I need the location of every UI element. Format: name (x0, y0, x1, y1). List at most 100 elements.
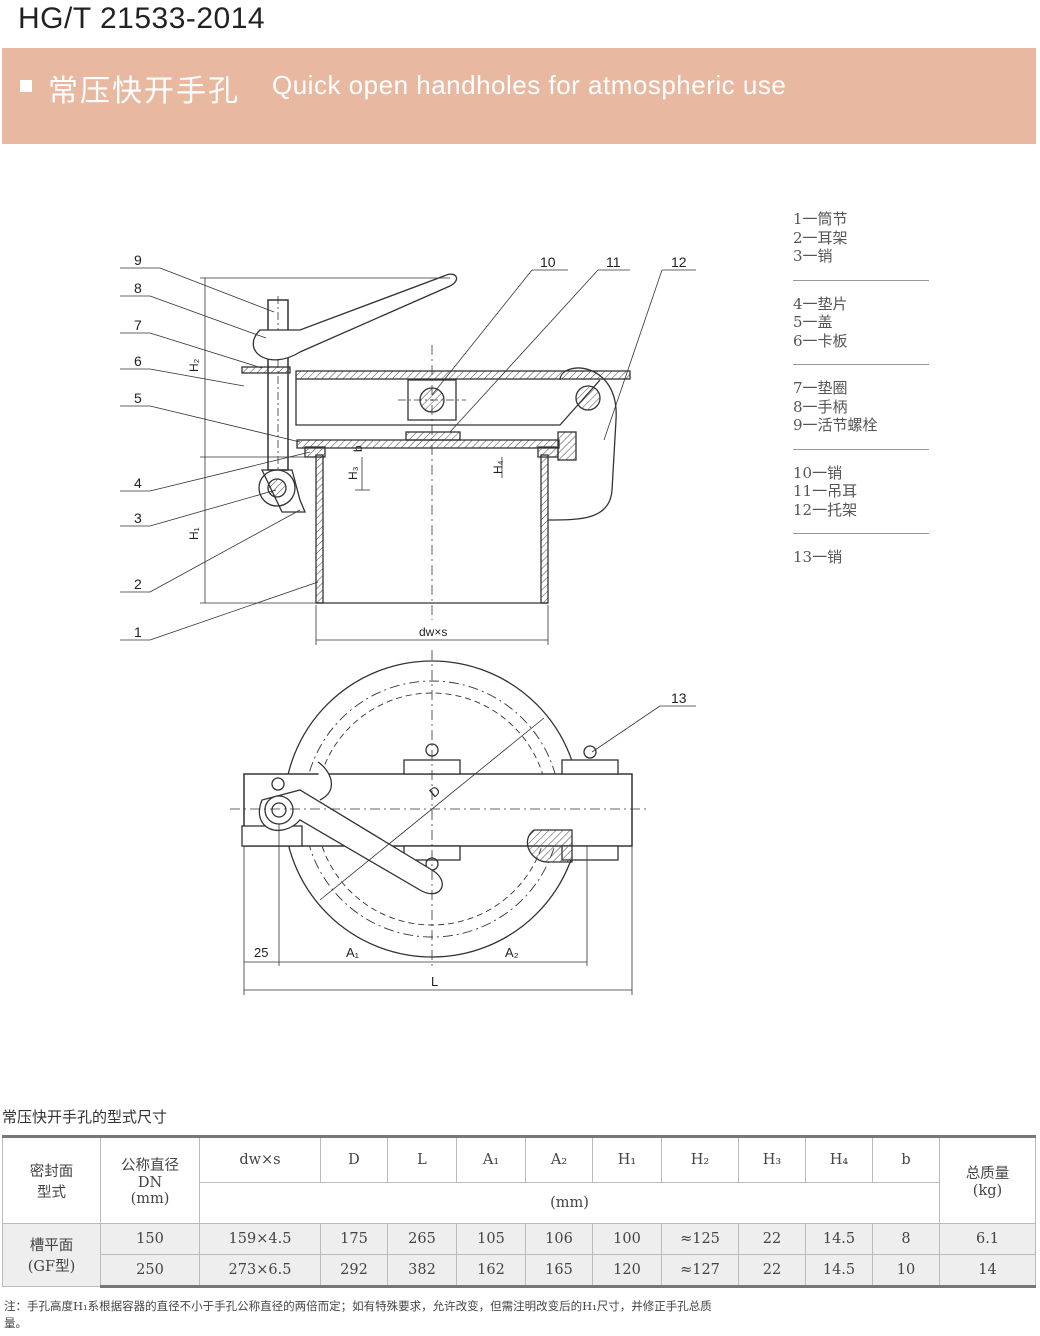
th-H3: H₃ (738, 1135, 806, 1183)
cell-dim: 165 (525, 1254, 593, 1288)
cell-dim: 10 (872, 1254, 940, 1288)
cell-dim: ≈127 (661, 1254, 739, 1288)
callout-8: 8 (134, 280, 142, 296)
cell-dn: 150 (100, 1223, 200, 1255)
lifting-lug (405, 431, 461, 441)
cell-dim: 22 (738, 1223, 806, 1255)
th-dn: 公称直径 DN (mm) (100, 1135, 200, 1224)
callout-6: 6 (134, 353, 142, 369)
callout-4: 4 (134, 475, 142, 491)
footnote: 注：手孔高度H₁系根据容器的直径不小于手孔公称直径的两倍而定；如有特殊要求，允许… (4, 1299, 712, 1330)
th-b: b (872, 1135, 940, 1183)
th-L: L (387, 1135, 457, 1183)
th-dwxs: dw×s (199, 1135, 321, 1183)
title-en: Quick open handholes for atmospheric use (272, 70, 787, 100)
legend-item: 5一盖 (793, 313, 833, 331)
dim-H2: H₂ (187, 358, 201, 372)
section-view (200, 273, 631, 645)
callout-12: 12 (671, 254, 687, 270)
th-H4: H₄ (805, 1135, 873, 1183)
dim-25: 25 (254, 945, 268, 960)
cell-dim: 8 (872, 1223, 940, 1255)
cell-dim: 14.5 (805, 1254, 873, 1288)
legend-item: 4一垫片 (793, 294, 848, 313)
cell-dim: 106 (525, 1223, 593, 1255)
dim-dwxs: dw×s (419, 625, 447, 639)
cell-dim: 162 (456, 1254, 526, 1288)
cell-dim: 175 (320, 1223, 388, 1255)
th-A2: A₂ (525, 1135, 593, 1183)
legend-item: 11一吊耳 (793, 482, 858, 500)
cell-dim: 22 (738, 1254, 806, 1288)
legend-item: 1一筒节 (793, 210, 848, 228)
callout-11: 11 (606, 254, 621, 270)
callout-9: 9 (134, 252, 142, 268)
title-banner: 常压快开手孔 Quick open handholes for atmosphe… (2, 48, 1036, 144)
dim-H1: H₁ (187, 527, 201, 540)
cell-dim: 265 (387, 1223, 457, 1255)
dimension-table: 密封面 型式 公称直径 DN (mm) dw×s D L A₁ A₂ H₁ H₂… (2, 1135, 1036, 1288)
th-unit-mm: (mm) (199, 1182, 940, 1224)
th-A1: A₁ (456, 1135, 526, 1183)
cell-mass: 14 (939, 1254, 1036, 1288)
shell-wall-right (540, 454, 549, 604)
cover-plate (296, 439, 560, 449)
shell-wall-left (315, 454, 324, 604)
th-mass: 总质量 (kg) (939, 1135, 1036, 1224)
legend-item: 6一卡板 (793, 331, 848, 350)
dim-H3: H₃ (346, 466, 360, 480)
legend-item: 2一耳架 (793, 228, 848, 247)
dim-b: b (351, 445, 365, 452)
section-dim-labels: H₂ H₁ H₃ b H₄ dw×s (187, 358, 505, 639)
cell-dim: 100 (592, 1223, 662, 1255)
cell-dim: 159×4.5 (199, 1223, 321, 1255)
cell-mass: 6.1 (939, 1223, 1036, 1255)
callout-3: 3 (134, 510, 142, 526)
title-cn: 常压快开手孔 (48, 74, 240, 109)
bullet-square (20, 80, 32, 92)
cell-dim: 120 (592, 1254, 662, 1288)
dim-L: L (431, 974, 438, 989)
dim-A2: A₂ (505, 945, 519, 960)
cell-dim: 273×6.5 (199, 1254, 321, 1288)
dim-H4: H₄ (491, 460, 505, 474)
legend-item: 10一销 (793, 463, 843, 482)
th-seal-type: 密封面 型式 (2, 1135, 101, 1224)
legend-item: 9一活节螺栓 (793, 416, 878, 434)
legend-item: 3一销 (793, 247, 833, 265)
plan-view (230, 650, 650, 995)
legend-group: 13一销 (793, 548, 929, 581)
cell-seal-type: 槽平面 (GF型) (2, 1223, 101, 1287)
th-H1: H₁ (592, 1135, 662, 1183)
callout-1: 1 (134, 624, 142, 640)
cell-dim: ≈125 (661, 1223, 739, 1255)
leader-lines (120, 267, 696, 753)
callout-numbers: 9 8 7 6 5 4 3 2 1 10 11 12 13 (134, 252, 687, 706)
table-caption: 常压快开手孔的型式尺寸 (2, 1108, 168, 1126)
engineering-drawing: 9 8 7 6 5 4 3 2 1 10 11 12 13 H₂ H₁ H₃ b… (120, 252, 696, 995)
callout-7: 7 (134, 317, 142, 333)
cell-dim: 382 (387, 1254, 457, 1288)
cell-dn: 250 (100, 1254, 200, 1288)
legend-item: 12一托架 (793, 500, 858, 519)
callout-10: 10 (540, 254, 556, 270)
callout-13: 13 (671, 690, 687, 706)
legend-item: 8一手柄 (793, 397, 848, 416)
dim-A1: A₁ (346, 945, 360, 960)
cell-dim: 14.5 (805, 1223, 873, 1255)
standard-code: HG/T 21533-2014 (18, 2, 266, 35)
legend-item: 13一销 (793, 548, 843, 566)
callout-2: 2 (134, 576, 142, 592)
clamp-plate (295, 370, 631, 380)
cell-dim: 105 (456, 1223, 526, 1255)
th-H2: H₂ (661, 1135, 739, 1183)
cell-dim: 292 (320, 1254, 388, 1288)
callout-5: 5 (134, 390, 142, 406)
th-D: D (320, 1135, 388, 1183)
legend-item: 7一垫圈 (793, 379, 848, 397)
